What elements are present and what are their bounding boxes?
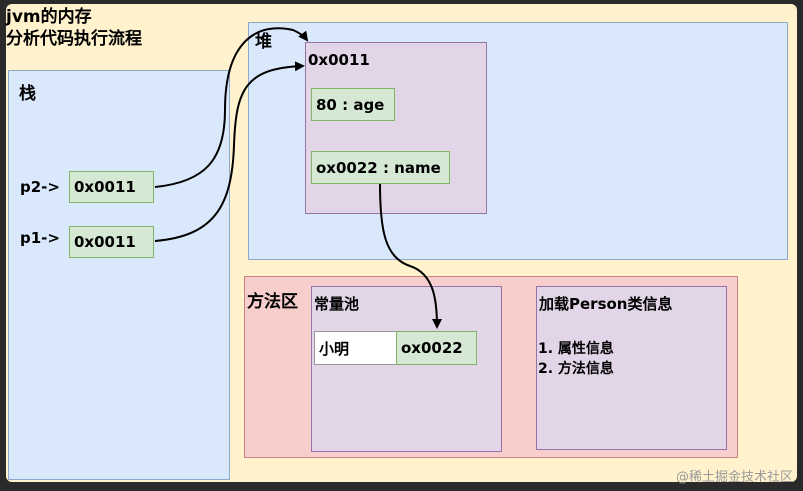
stack-label: 栈 bbox=[19, 84, 36, 104]
class-info-list: 1. 属性信息 2. 方法信息 bbox=[538, 339, 614, 379]
class-info-item: 1. 属性信息 bbox=[538, 341, 614, 357]
class-info-item: 2. 方法信息 bbox=[538, 361, 614, 377]
constant-pool-entry-key: 小明 bbox=[314, 331, 397, 365]
constant-pool-label: 常量池 bbox=[314, 295, 360, 313]
class-info: 加载Person类信息 bbox=[536, 286, 727, 450]
stack-var-p2-name: p2-> bbox=[20, 178, 60, 196]
stack-var-p1-value: 0x0011 bbox=[69, 226, 154, 258]
diagram-subtitle: 分析代码执行流程 bbox=[6, 29, 142, 49]
method-area-label: 方法区 bbox=[247, 292, 298, 312]
stack-var-p2-value: 0x0011 bbox=[69, 171, 154, 203]
stack-region: 栈 bbox=[8, 70, 230, 480]
constant-pool-entry-address: ox0022 bbox=[396, 331, 477, 365]
heap-label: 堆 bbox=[255, 32, 272, 52]
diagram-title: jvm的内存 bbox=[6, 7, 92, 27]
heap-object: 0x0011 bbox=[305, 42, 487, 214]
class-info-label: 加载Person类信息 bbox=[539, 295, 673, 313]
heap-object-address: 0x0011 bbox=[308, 51, 370, 69]
heap-field-age: 80 : age bbox=[311, 88, 395, 121]
constant-pool: 常量池 bbox=[311, 286, 502, 452]
watermark: @稀土掘金技术社区 bbox=[675, 470, 793, 485]
stack-var-p1-name: p1-> bbox=[20, 229, 60, 247]
heap-field-name: ox0022 : name bbox=[311, 151, 450, 184]
